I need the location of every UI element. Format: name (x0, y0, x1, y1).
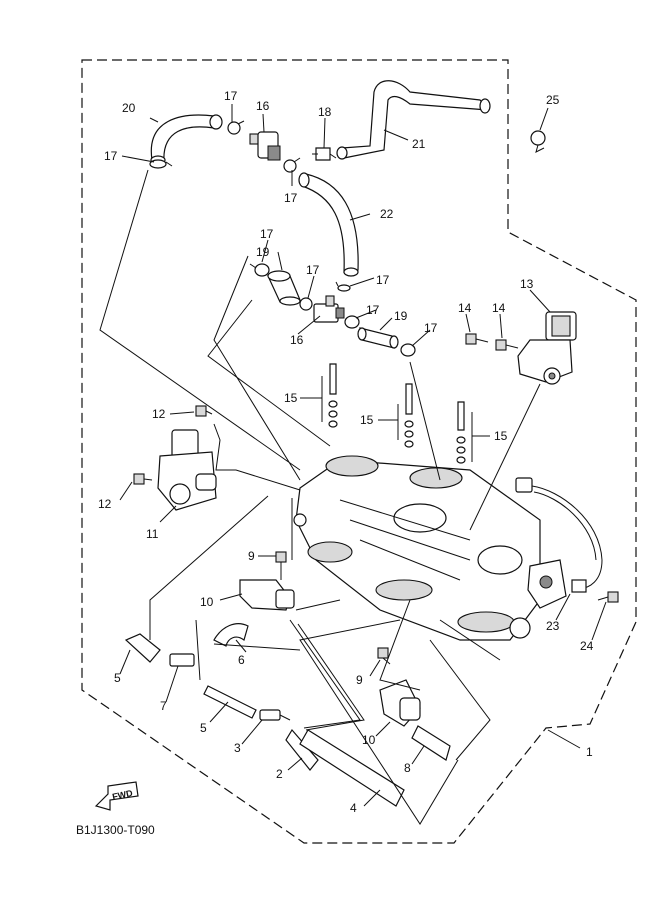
callout-19: 19 (256, 245, 270, 259)
leader-lines (99, 104, 607, 825)
callout-9: 9 (248, 549, 255, 563)
callout-labels: 20 17 16 18 17 25 21 17 22 17 19 17 17 1… (98, 89, 594, 815)
hose-22 (298, 172, 359, 277)
callout-18: 18 (318, 105, 332, 119)
callout-14: 14 (458, 301, 472, 315)
callout-10: 10 (362, 733, 376, 747)
hose-19-a (267, 270, 301, 306)
clip-17-b (149, 159, 173, 169)
clip-17-f (335, 281, 351, 292)
screw-9-b (377, 647, 391, 665)
sensor-10-a (239, 579, 295, 611)
hose-20 (150, 114, 223, 165)
callout-9: 9 (356, 673, 363, 687)
callout-22: 22 (380, 207, 394, 221)
joint-16-b (313, 295, 345, 323)
callout-17: 17 (284, 191, 298, 205)
callout-2: 2 (276, 767, 283, 781)
screw-14-a (465, 333, 489, 345)
screw-set-15-c (456, 401, 466, 464)
callout-3: 3 (234, 741, 241, 755)
screw-set-15-b (404, 383, 414, 448)
screw-set-15-a (328, 363, 338, 428)
sensor-10-b (379, 679, 421, 727)
callout-15: 15 (284, 391, 298, 405)
valve-18 (312, 147, 337, 161)
callout-12: 12 (98, 497, 112, 511)
callout-17: 17 (366, 303, 380, 317)
callout-13: 13 (520, 277, 534, 291)
callout-15: 15 (360, 413, 374, 427)
throttle-body-1 (293, 455, 541, 641)
joint-3 (259, 709, 291, 721)
callout-7: 7 (160, 699, 167, 713)
callout-17: 17 (376, 273, 390, 287)
clip-17-h (400, 343, 416, 357)
assembly-boundary (81, 59, 637, 844)
screw-14-b (495, 339, 519, 351)
sensor-11 (157, 429, 217, 511)
screw-9-a (275, 551, 287, 580)
hose-5-b (203, 685, 257, 719)
callout-17: 17 (224, 89, 238, 103)
screw-12-b (133, 473, 153, 485)
callout-17: 17 (306, 263, 320, 277)
hose-4 (299, 729, 405, 807)
clip-25 (530, 130, 546, 153)
callout-17: 17 (260, 227, 274, 241)
callout-6: 6 (238, 653, 245, 667)
callout-11: 11 (146, 527, 159, 541)
fwd-arrow: FWD (94, 781, 139, 811)
callout-17: 17 (104, 149, 118, 163)
clip-17-d (249, 263, 270, 277)
hose-19-b (357, 327, 399, 349)
callout-24: 24 (580, 639, 594, 653)
callout-10: 10 (200, 595, 214, 609)
fwd-label: FWD (111, 788, 134, 802)
hose-6 (213, 623, 249, 647)
callout-4: 4 (350, 801, 357, 815)
callout-16: 16 (290, 333, 304, 347)
hose-8 (411, 725, 451, 761)
clip-17-g (344, 315, 360, 329)
joint-16-a (249, 131, 281, 161)
callout-1: 1 (586, 745, 593, 759)
callout-5: 5 (114, 671, 121, 685)
callout-17: 17 (424, 321, 438, 335)
clip-17-c (283, 157, 301, 173)
sensor-23 (515, 477, 603, 609)
callout-15: 15 (494, 429, 508, 443)
callout-14: 14 (492, 301, 506, 315)
clip-17-a (227, 120, 245, 135)
callout-16: 16 (256, 99, 270, 113)
diagram-code: B1J1300-T090 (76, 823, 155, 837)
clip-17-e (299, 297, 313, 311)
callout-21: 21 (412, 137, 426, 151)
joint-7 (169, 653, 195, 667)
callout-12: 12 (152, 407, 166, 421)
sensor-13 (517, 311, 577, 385)
callout-5: 5 (200, 721, 207, 735)
callout-25: 25 (546, 93, 560, 107)
hose-5-a (124, 633, 161, 663)
hose-21 (336, 80, 491, 160)
screw-24 (597, 591, 619, 603)
callout-23: 23 (546, 619, 560, 633)
callout-8: 8 (404, 761, 411, 775)
screw-12-a (195, 405, 213, 417)
callout-20: 20 (122, 101, 136, 115)
callout-19: 19 (394, 309, 408, 323)
